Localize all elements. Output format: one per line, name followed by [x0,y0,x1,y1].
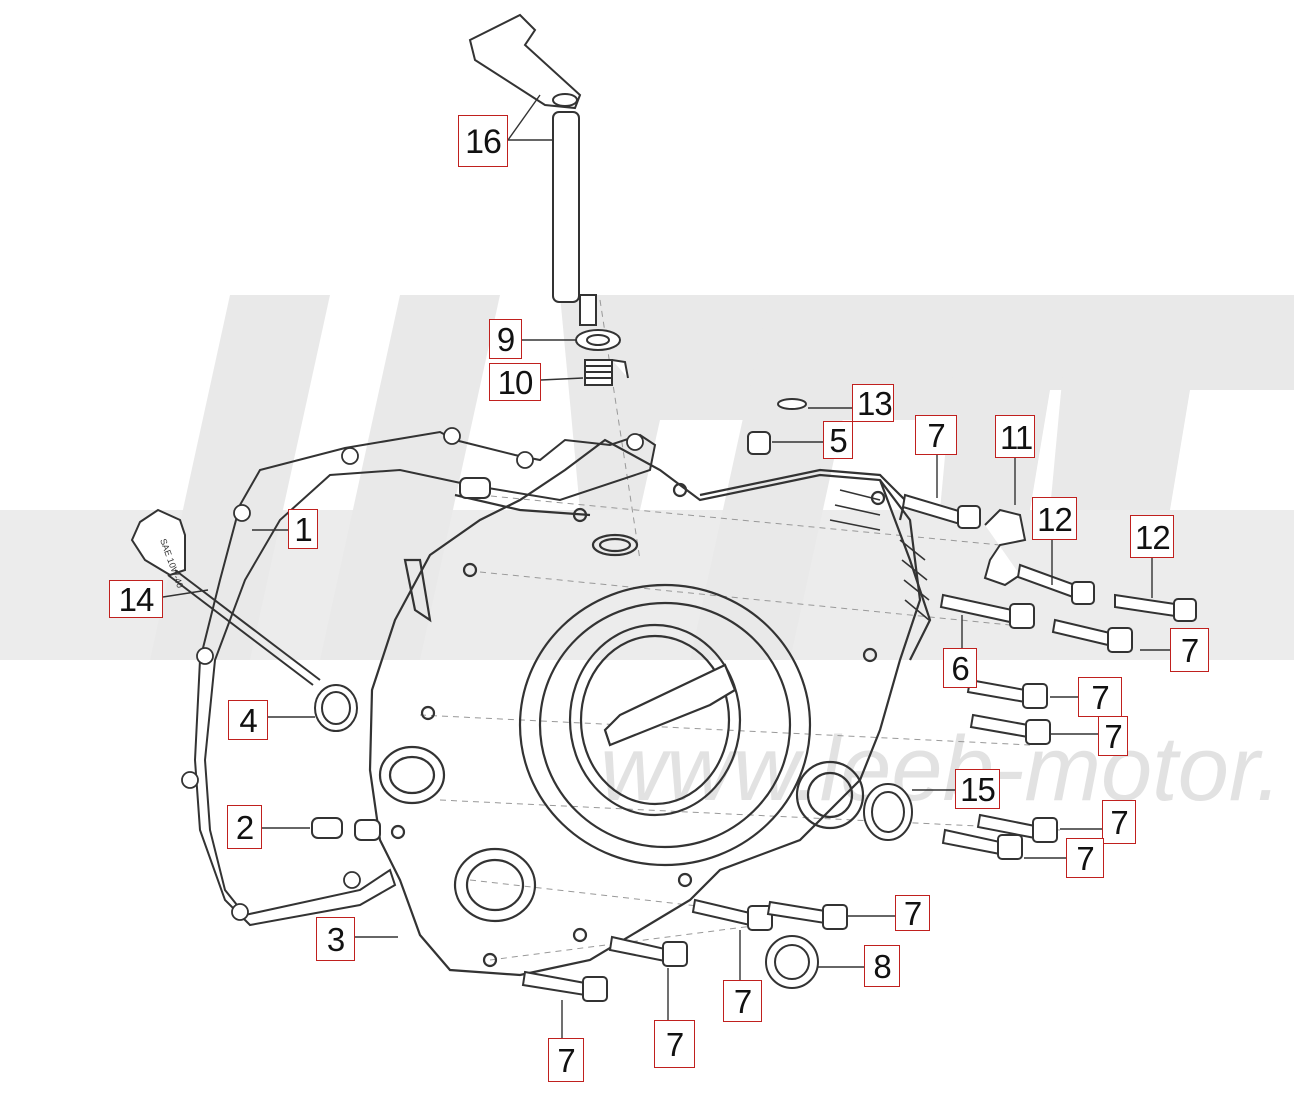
callout-part-2: 2 [227,805,262,849]
crankcase-cover [368,438,932,977]
callout-part-7: 7 [723,980,762,1022]
callout-part-7: 7 [1066,838,1104,878]
callout-part-7: 7 [1170,628,1209,672]
gasket-holes [181,427,644,921]
callout-part-8: 8 [864,945,900,987]
callout-part-13: 13 [852,384,894,422]
small-parts [311,398,807,841]
callout-part-6: 6 [943,648,977,688]
callout-part-7: 7 [1102,800,1136,844]
callout-part-7: 7 [548,1038,584,1082]
callout-part-12: 12 [1032,497,1077,540]
bolts [521,493,1197,1002]
callout-part-3: 3 [316,917,355,961]
shift-shaft [468,13,597,326]
clip [983,508,1027,587]
callout-part-12: 12 [1130,515,1174,558]
callout-part-9: 9 [489,319,522,359]
callout-part-4: 4 [228,700,268,740]
callout-part-5: 5 [823,421,853,459]
callout-part-7: 7 [895,895,930,932]
callout-part-7: 7 [654,1020,695,1068]
callout-part-11: 11 [995,415,1035,458]
callout-part-7: 7 [1078,677,1122,717]
callout-part-16: 16 [458,115,508,167]
callout-part-14: 14 [109,580,163,618]
shaft-seal-and-spring [575,329,629,386]
callout-part-7: 7 [915,415,957,455]
callout-part-1: 1 [288,509,318,549]
oil-seals [765,783,913,989]
oil-dipstick [130,508,321,686]
watermark-text: www.leeb-motor. [600,718,1282,820]
callout-part-15: 15 [955,769,1000,809]
callout-part-10: 10 [489,363,541,401]
callout-part-7: 7 [1098,716,1128,756]
leader-lines [162,94,1170,1038]
